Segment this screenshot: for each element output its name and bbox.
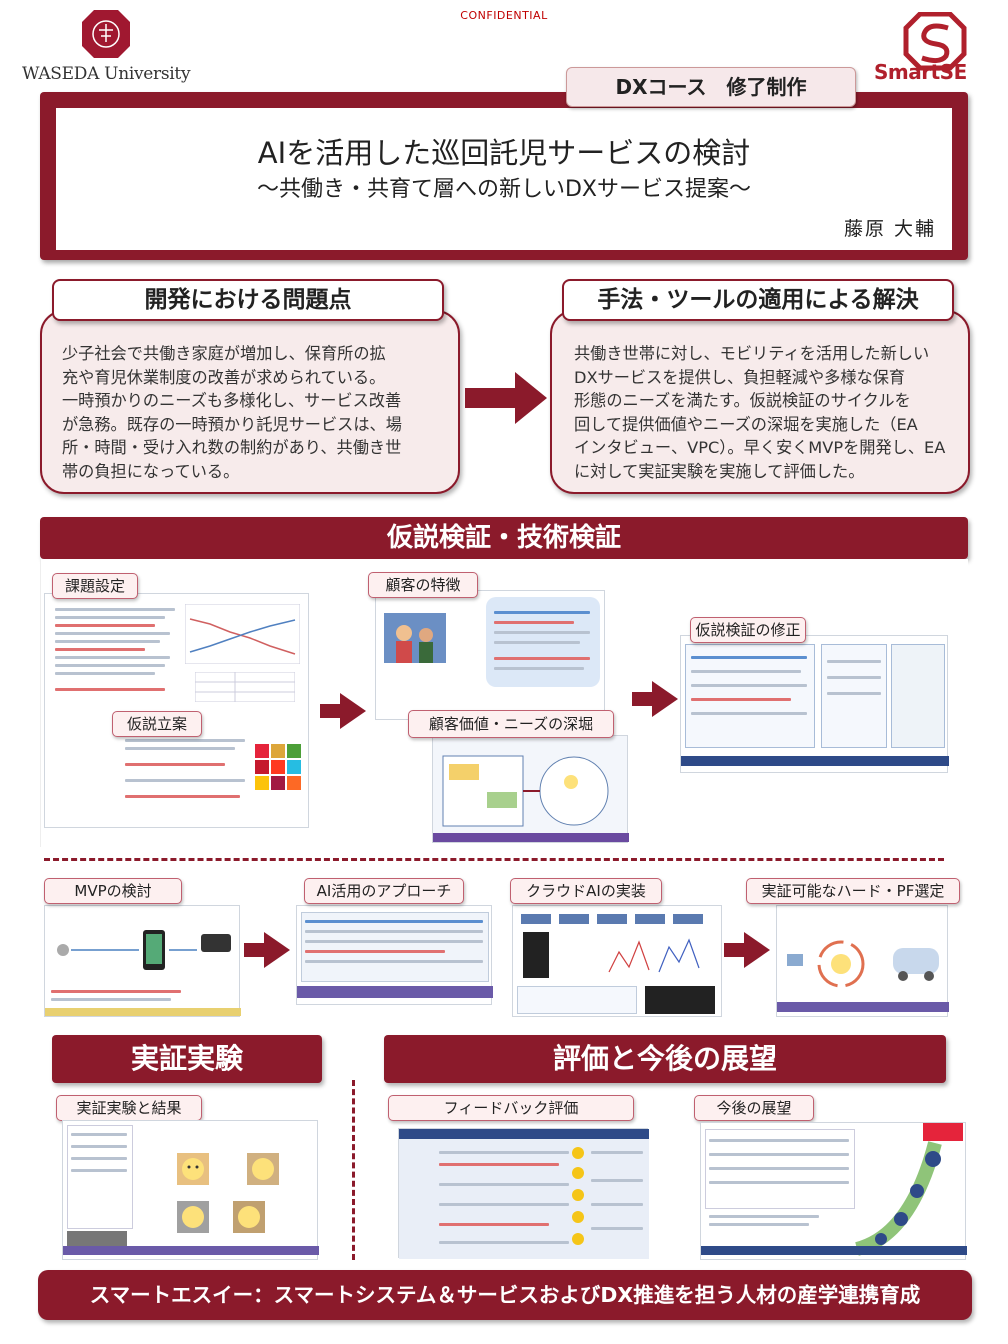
arrow-right-icon [744,932,770,968]
experiment-slide [62,1120,319,1260]
problem-line: 帯の負担になっている。 [62,461,240,481]
tag-revise: 仮説検証の修正 [690,617,806,643]
arrow-stem [465,388,519,408]
section-divider [44,858,944,861]
column-divider [352,1080,355,1260]
arrow-stem [724,943,746,957]
arrow-right-icon [340,693,366,729]
trend-chart-icon [185,604,300,664]
tag-mvp: MVPの検討 [44,878,182,904]
arrow-right-icon [515,372,547,424]
problem-line: が急務。既存の一時預かり託児サービスは、場 [62,414,402,434]
poster-subtitle: ～共働き・共育て層への新しいDXサービス提案～ [256,177,751,202]
tag-issue: 課題設定 [52,573,138,599]
experiment-heading: 実証実験 [52,1035,322,1083]
smartse-logo [903,12,967,71]
tag-needs: 顧客価値・ニーズの深堀 [408,710,614,738]
poster-title: AIを活用した巡回託児サービスの検討 [257,136,751,170]
future-slide [700,1122,967,1260]
problem-box: 少子社会で共働き家庭が増加し、保育所の拡 充や育児休業制度の改善が求められている… [40,310,460,494]
issue-slide [44,593,309,828]
problem-heading: 開発における問題点 [52,279,444,321]
waseda-logo [82,10,130,58]
smartse-wordmark: SmartSE [874,60,967,84]
verification-bar [40,517,968,559]
tag-hw: 実証可能なハード・PF選定 [746,878,960,904]
university-name: WASEDA University [22,64,191,84]
tag-experiment: 実証実験と結果 [56,1095,202,1121]
solution-heading: 手法・ツールの適用による解決 [562,279,954,321]
family-photo-icon [384,613,446,663]
solution-line: 共働き世帯に対し、モビリティを活用した新しい [574,344,930,363]
mvp-slide [44,905,241,1017]
vpc-diagram-icon [442,755,609,827]
iot-diagram-icon [787,940,939,988]
arrow-stem [320,704,342,718]
solution-line: DXサービスを提供し、負担軽減や多様な保育 [574,367,906,387]
course-badge: DXコース 修了制作 [566,67,856,107]
problem-line: 所・時間・受け入れ数の制約があり、共働き世 [62,438,402,457]
needs-slide [432,735,629,843]
solution-line: インタビュー、VPC）。早く安くMVPを開発し、EA [574,438,946,457]
tag-customer: 顧客の特徴 [368,572,478,598]
confidential-label: CONFIDENTIAL [460,9,548,22]
revise-slide [680,635,949,773]
problem-line: 少子社会で共働き家庭が増加し、保育所の拡 [62,344,386,363]
cloud-flow-icon [521,914,703,978]
ai-approach-slide [296,905,493,1005]
evaluation-heading: 評価と今後の展望 [384,1035,946,1083]
emoji-results-icon [177,1153,279,1233]
header-panel [56,108,952,250]
problem-line: 一時預かりのニーズも多様化し、サービス改善 [62,391,402,410]
customer-slide [375,590,605,720]
footer-banner: スマートエスイー：スマートシステム＆サービスおよびDX推進を担う人材の産学連携育… [38,1270,972,1320]
solution-line: に対して実証実験を実施して評価した。 [574,461,865,481]
verification-heading: 仮説検証・技術検証 [386,523,621,553]
growth-curve-icon [854,1123,963,1256]
cloud-ai-slide [512,905,722,1017]
sdgs-icon [255,744,301,790]
tag-ai: AI活用のアプローチ [304,878,464,904]
problem-line: 充や育児休業制度の改善が求められている。 [62,367,386,387]
solution-line: 回して提供価値やニーズの深堀を実施した（EA [574,414,918,434]
table-thumbnail-icon [195,672,295,702]
solution-box: 共働き世帯に対し、モビリティを活用した新しい DXサービスを提供し、負担軽減や多… [550,310,970,494]
arrow-right-icon [264,932,290,968]
solution-line: 形態のニーズを満たす。仮説検証のサイクルを [574,391,911,410]
arrow-right-icon [652,681,678,717]
smiley-icons [572,1147,584,1245]
feedback-slide [398,1128,649,1259]
tag-future: 今後の展望 [694,1095,814,1121]
arrow-stem [632,692,654,706]
mvp-diagram-icon [57,930,231,970]
author-name: 藤原 大輔 [844,218,937,240]
arrow-stem [244,943,266,957]
tag-feedback: フィードバック評価 [388,1095,634,1121]
tag-cloud: クラウドAIの実装 [510,878,662,904]
tag-hypothesis: 仮説立案 [112,711,202,737]
hardware-slide [776,905,949,1017]
